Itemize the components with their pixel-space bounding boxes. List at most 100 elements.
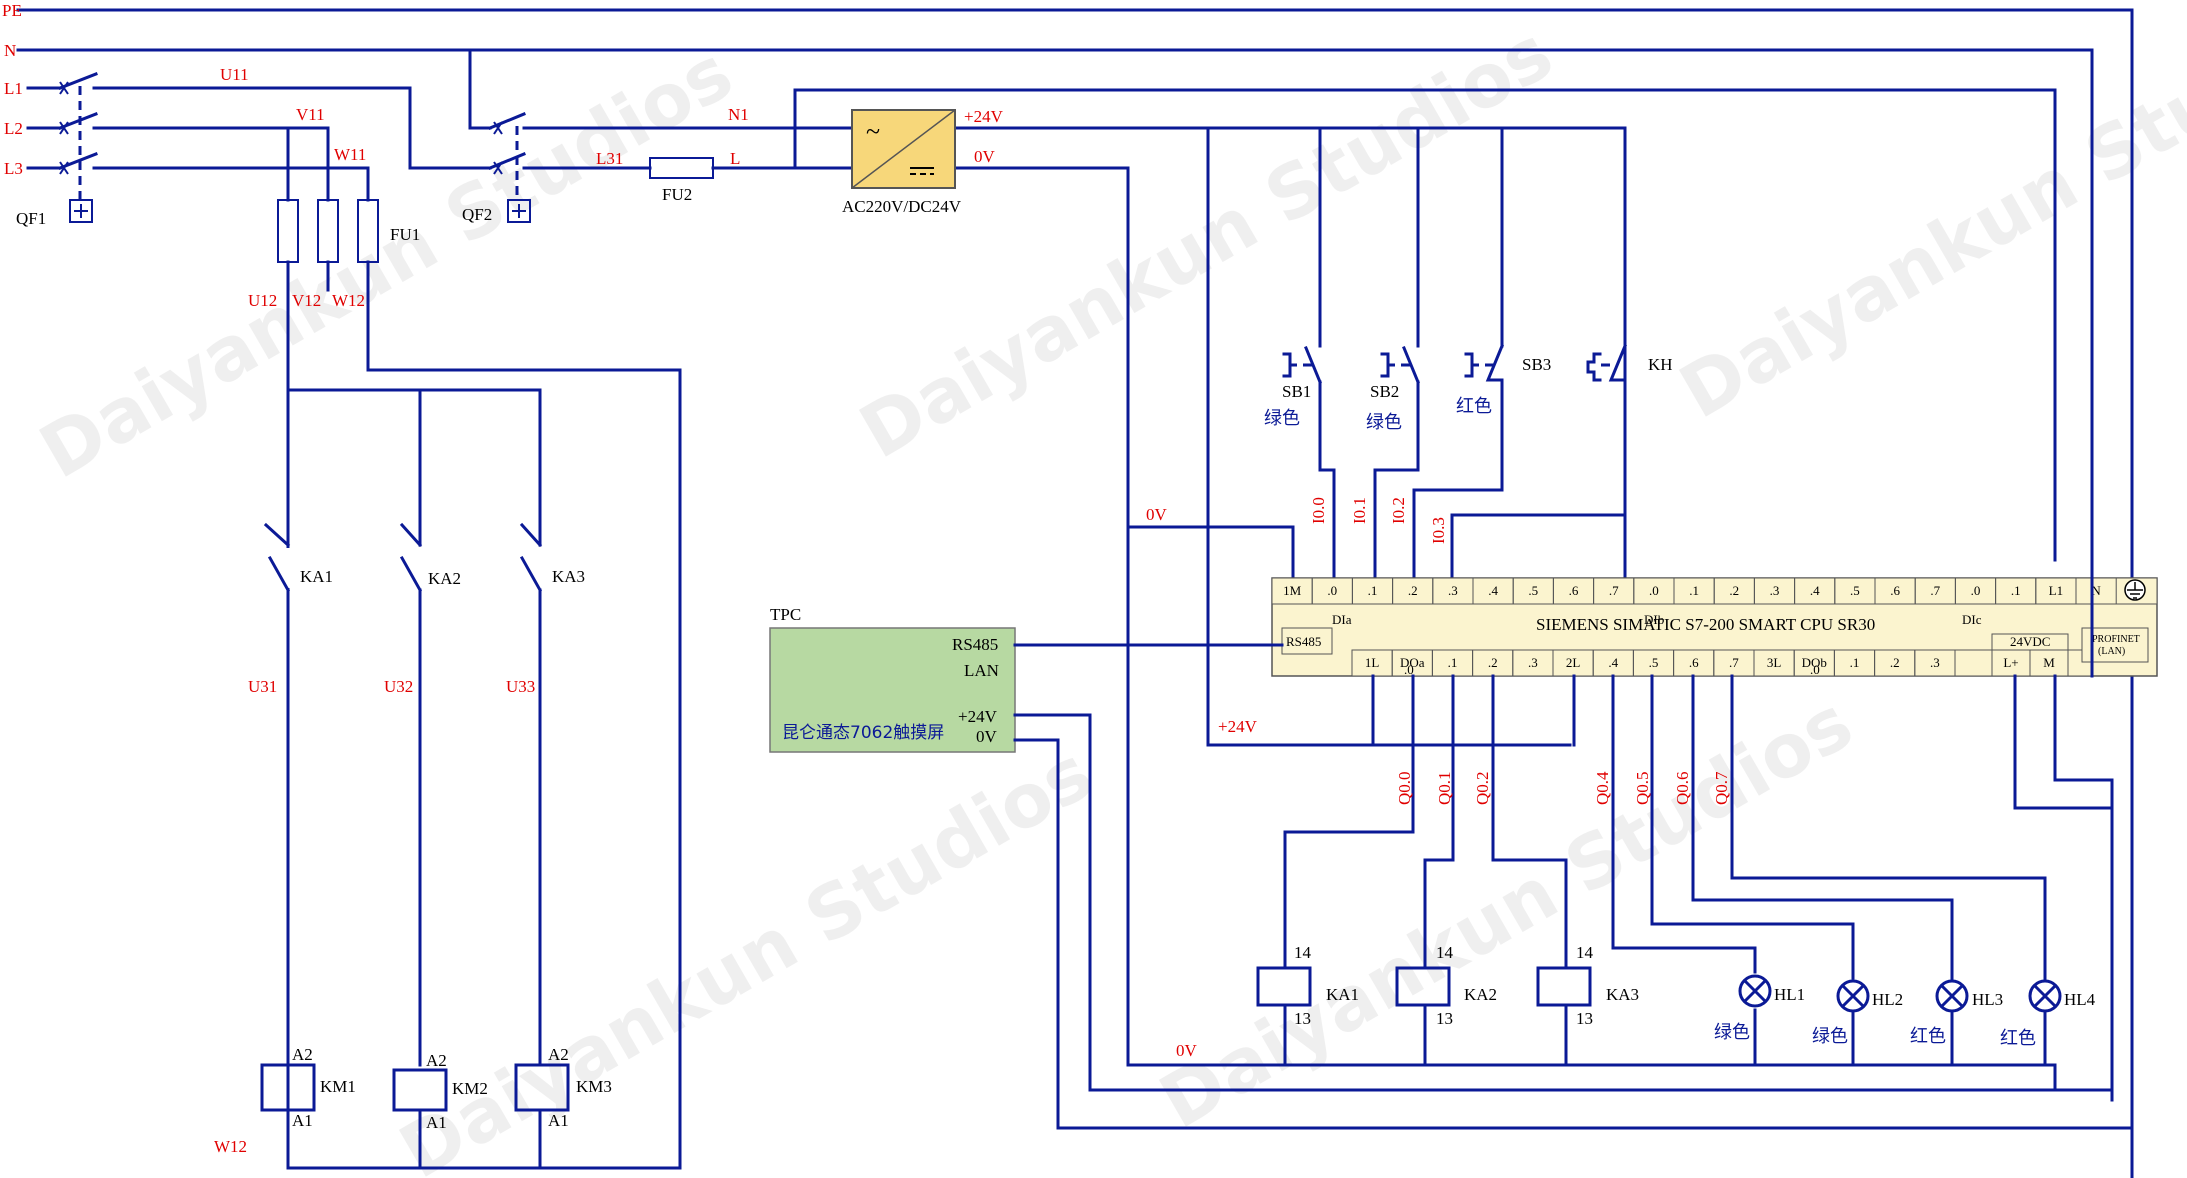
lamp-hl3 [1935,979,1969,1013]
hmi-rs485: RS485 [952,635,998,654]
pushbutton-sb1 [1282,334,1322,394]
contactor-coils [260,1063,570,1112]
sb3-label: SB3 [1522,355,1551,374]
qf1-label: QF1 [16,209,46,228]
watermark-text: Daiyankun Studios [1666,0,2187,436]
plc-top-terminal-label: L1 [2049,583,2063,598]
output-wiring [1126,674,2057,1092]
plc-top-terminal-label: .0 [1327,583,1337,598]
plc-title: SIEMENS SIMATIC S7-200 SMART CPU SR30 [1536,615,1875,634]
ground-icon [2124,579,2146,601]
wire-q02: Q0.2 [1473,771,1492,805]
wire-q01: Q0.1 [1435,771,1454,805]
plc-sub-dic: DIc [1962,612,1982,627]
km2-a1: A1 [426,1113,447,1132]
fu2-label: FU2 [662,185,692,204]
l1-label: L1 [4,79,23,98]
watermark-text: Daiyankun Studios [1146,680,1867,1146]
wire-u12: U12 [248,291,277,310]
wire-w11: W11 [334,145,366,164]
plc-bottom-terminal-label: .1 [1448,655,1458,670]
plc-24vdc: 24VDC [2010,634,2050,649]
watermark-text: Daiyankun Studios [26,30,747,496]
plc-bottom-terminal-label: 3L [1767,655,1782,670]
n-label: N [4,41,16,60]
coil-ka3: KA3 [1606,985,1639,1004]
hmi-tag: TPC [770,605,801,624]
wire-w12-bottom: W12 [214,1137,247,1156]
sb1-color: 绿色 [1264,408,1300,429]
wire-u32: U32 [384,677,413,696]
hl1-label: HL1 [1774,985,1805,1004]
thermal-relay-kh [1586,334,1627,394]
kh-label: KH [1648,355,1673,374]
wire-0v-top: 0V [974,147,996,166]
sb3-color: 红色 [1456,396,1492,417]
input-wiring [1126,126,1627,747]
qf2-label: QF2 [462,205,492,224]
psu-label: AC220V/DC24V [842,197,962,216]
hmi-panel [769,627,1016,753]
plc-bottom-terminal-label: DOb [1802,655,1827,670]
ka1-t14: 14 [1294,943,1312,962]
watermark-text: Daiyankun Studios [386,730,1107,1178]
ka3-t14: 14 [1576,943,1594,962]
plc-bottom-terminal [1914,649,1956,677]
lamp-hl2 [1836,979,1870,1013]
wire-q04: Q0.4 [1593,771,1612,805]
plc-top-terminal-label: .6 [1569,583,1579,598]
plc-power-terminal-label: M [2043,655,2055,670]
wire-q05: Q0.5 [1633,771,1652,805]
plc-rs485: RS485 [1286,634,1321,649]
plc-top-terminal-label: .1 [1368,583,1378,598]
control-columns [263,388,682,1170]
wire-l: L [730,149,740,168]
plc-power-terminal [2029,649,2069,677]
sb2-label: SB2 [1370,382,1399,401]
plc-top-terminal-label: .1 [2011,583,2021,598]
fuse-fu2 [649,157,714,179]
ac-symbol: ~ [866,117,880,146]
hl2-color: 绿色 [1812,1026,1848,1047]
wire-i03: I0.3 [1429,517,1448,544]
plc-top-terminal-label: N [2091,583,2101,598]
pushbutton-sb2 [1380,334,1420,394]
km1-a1: A1 [292,1111,313,1130]
hl3-label: HL3 [1972,990,2003,1009]
plc-bottom-terminal-label: .7 [1729,655,1739,670]
wire-l31: L31 [596,149,623,168]
pushbutton-sb3 [1464,334,1504,394]
plc-dob-sub: .0 [1810,662,1820,677]
wire-q07: Q0.7 [1712,771,1731,805]
plc-bottom-terminal-label: .3 [1528,655,1538,670]
wire-u11: U11 [220,65,249,84]
wire-u31: U31 [248,677,277,696]
plc-top-terminal-label: .4 [1810,583,1820,598]
km1-a2: A2 [292,1045,313,1064]
plc-bottom-terminal-label: .4 [1608,655,1618,670]
plc-doa-sub: .0 [1404,662,1414,677]
plc-top-terminal-label: .0 [1649,583,1659,598]
plc-top-terminal-label: .0 [1971,583,1981,598]
l3-label: L3 [4,159,23,178]
plc-top-terminal-label: .6 [1890,583,1900,598]
wire-24v-mid: +24V [1218,717,1258,736]
hl3-color: 红色 [1910,1026,1946,1047]
wire-i02: I0.2 [1389,497,1408,524]
plc-bottom-terminal-label: .5 [1649,655,1659,670]
plc-top-terminal-label: .5 [1528,583,1538,598]
wire-0v-mid: 0V [1146,505,1168,524]
coil-km1: KM1 [320,1077,356,1096]
ka2-t14: 14 [1436,943,1454,962]
ka3-t13: 13 [1576,1009,1593,1028]
wire-w12: W12 [332,291,365,310]
plc-profinet: PROFINET [2092,634,2140,645]
sb1-label: SB1 [1282,382,1311,401]
sb2-color: 绿色 [1366,412,1402,433]
hl2-label: HL2 [1872,990,1903,1009]
pe-label: PE [2,1,22,20]
coil-km3: KM3 [576,1077,612,1096]
plc-bottom-terminal-label: .6 [1689,655,1699,670]
